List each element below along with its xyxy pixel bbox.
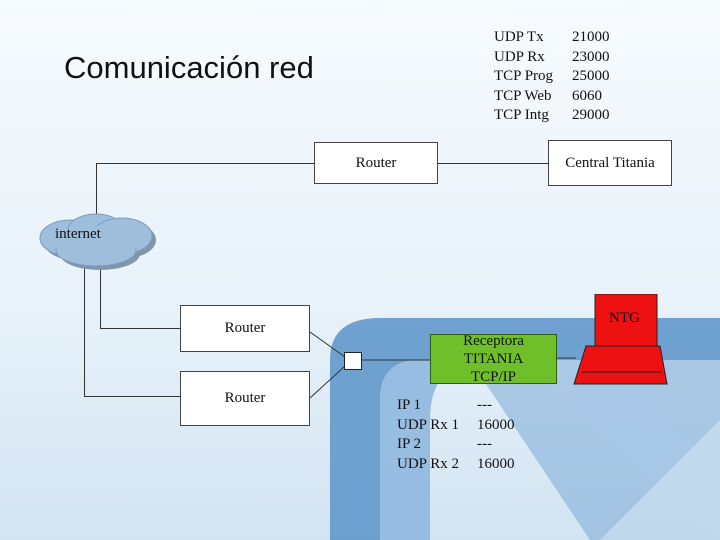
router-1: Router [180, 305, 310, 352]
port-row: UDP Tx 21000 [494, 28, 610, 48]
router-top-label: Router [355, 154, 397, 171]
link-internet-router-top [96, 163, 97, 220]
port-row: UDP Rx 23000 [494, 48, 610, 68]
link-router-central [438, 163, 548, 164]
port-value: 25000 [572, 68, 610, 84]
ip-label: UDP Rx 1 [397, 416, 459, 433]
central-titania: Central Titania [548, 140, 672, 186]
port-list: UDP Tx 21000 UDP Rx 23000 TCP Prog 25000 TC… [494, 28, 610, 126]
port-label: UDP Tx [494, 29, 544, 45]
internet-label: internet [55, 226, 101, 242]
port-value: 21000 [572, 29, 610, 45]
link-cloud-router-1-v [100, 262, 101, 328]
router-2: Router [180, 371, 310, 426]
router-2-label: Router [224, 390, 266, 406]
link-cloud-router-2-v [84, 262, 85, 396]
central-titania-label: Central Titania [565, 154, 655, 171]
port-row: TCP Intg 29000 [494, 106, 610, 126]
link-cloud-router-2-h [84, 396, 180, 397]
ip-row: UDP Rx 1 16000 [397, 416, 515, 436]
ip-value: --- [477, 397, 492, 413]
port-row: TCP Web 6060 [494, 87, 610, 107]
router-top: Router [314, 142, 438, 184]
router-1-label: Router [224, 320, 266, 336]
network-switch [344, 352, 362, 370]
ip-label: IP 1 [397, 397, 422, 413]
port-row: TCP Prog 25000 [494, 67, 610, 87]
ip-label: UDP Rx 2 [397, 455, 459, 472]
link-cloud-router-1-h [100, 328, 180, 329]
port-value: 23000 [572, 48, 610, 65]
port-value: 6060 [572, 87, 602, 104]
ntg-terminal-icon [573, 294, 668, 385]
port-label: TCP Prog [494, 68, 554, 84]
ip-row: UDP Rx 2 16000 [397, 455, 515, 475]
port-label: TCP Web [494, 87, 552, 104]
receptora-ip-list: IP 1 --- UDP Rx 1 16000 IP 2 --- UDP Rx 2 16… [397, 396, 515, 474]
port-label: TCP Intg [494, 107, 549, 123]
ip-row: IP 1 --- [397, 396, 515, 416]
internet-cloud-icon [39, 213, 156, 270]
receptora-label: Receptora TITANIA TCP/IP [463, 333, 524, 385]
link-internet-router-top-h [96, 163, 314, 164]
slide-title: Comunicación red [64, 50, 314, 85]
ip-value: 16000 [477, 455, 515, 472]
ip-label: IP 2 [397, 436, 422, 452]
ip-value: 16000 [477, 416, 515, 433]
ip-value: --- [477, 436, 492, 452]
ntg-label: NTG [609, 310, 640, 326]
port-label: UDP Rx [494, 48, 545, 65]
port-value: 29000 [572, 107, 610, 123]
ip-row: IP 2 --- [397, 435, 515, 455]
receptora-titania: Receptora TITANIA TCP/IP [430, 333, 557, 385]
